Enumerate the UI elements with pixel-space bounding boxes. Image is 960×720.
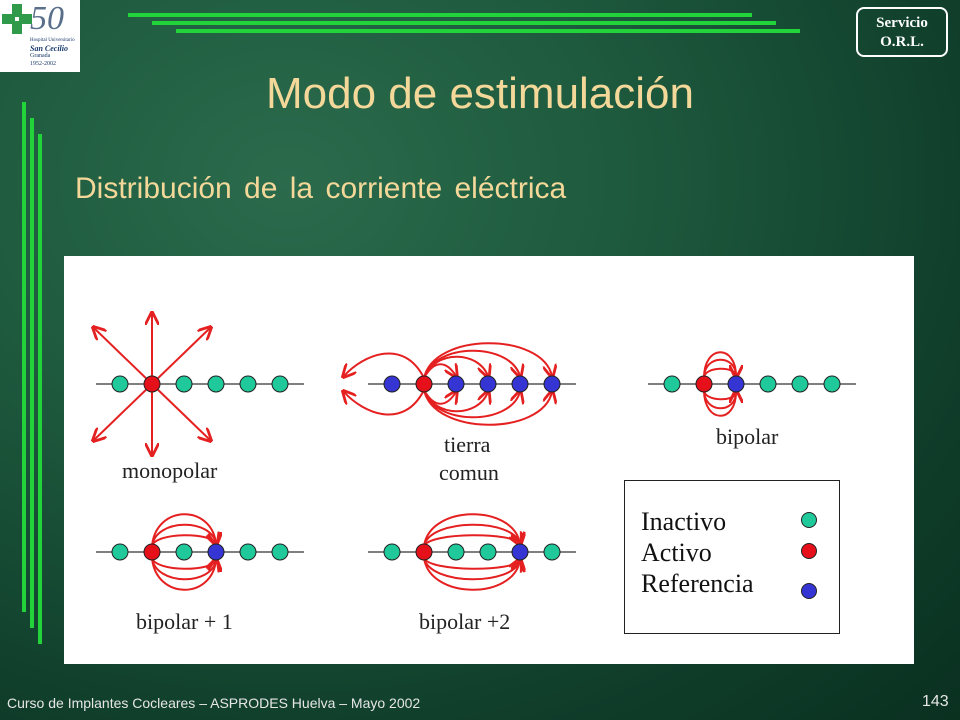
decor-line-left-3 <box>38 134 42 644</box>
electrode-bipolar1-5 <box>239 543 257 561</box>
page-title: Modo de estimulación <box>265 69 694 118</box>
electrode-bipolar-2 <box>695 375 713 393</box>
tierra-arrow-left-down <box>344 390 425 416</box>
cross-logo-icon <box>2 4 32 34</box>
decor-line-left-1 <box>22 102 26 612</box>
electrode-bipolar1-6 <box>271 543 289 561</box>
legend-active-label: Activo <box>641 538 712 567</box>
electrode-bipolar1-4 <box>207 543 225 561</box>
servicio-badge: Servicio O.R.L. <box>856 7 948 57</box>
electrode-bipolar-5 <box>791 375 809 393</box>
electrode-bipolar2-6 <box>543 543 561 561</box>
current-arrows <box>94 314 736 591</box>
diagram-panel: monopolar tierra comun bipolar bipolar +… <box>64 256 914 664</box>
electrode-tierra-2 <box>415 375 433 393</box>
legend-inactive-label: Inactivo <box>641 507 727 536</box>
bipolar-arrow-up-3 <box>703 351 736 378</box>
electrode-monopolar-4 <box>207 375 225 393</box>
electrode-bipolar2-2 <box>415 543 433 561</box>
label-monopolar: monopolar <box>122 458 218 483</box>
electrode-tierra-1 <box>383 375 401 393</box>
electrode-bipolar1-3 <box>175 543 193 561</box>
slide-number: 143 <box>922 693 949 710</box>
bipolar-arrow-down-3 <box>703 390 736 417</box>
logo-line-1: Hospital Universitario <box>30 38 75 43</box>
bipolar2-arrow-up-3 <box>423 513 520 546</box>
decor-line-top-3 <box>176 29 800 33</box>
monopolar-arrow-6 <box>151 383 210 440</box>
monopolar-arrow-3 <box>94 328 153 385</box>
electrode-bipolar-6 <box>823 375 841 393</box>
legend: Inactivo Activo Referencia <box>624 480 840 634</box>
page-subtitle: Distribución de la corriente eléctrica <box>75 172 567 205</box>
electrode-bipolar2-1 <box>383 543 401 561</box>
electrode-bipolar-3 <box>727 375 745 393</box>
electrode-tierra-5 <box>511 375 529 393</box>
electrode-monopolar-6 <box>271 375 289 393</box>
electrode-bipolar-4 <box>759 375 777 393</box>
electrode-bipolar2-5 <box>511 543 529 561</box>
logo-anniversary: 50 <box>30 0 64 37</box>
badge-line-1: Servicio <box>876 15 928 31</box>
label-comun: comun <box>439 460 499 485</box>
electrode-diagrams <box>64 256 856 591</box>
label-bipolar: bipolar <box>716 424 779 449</box>
tierra-arrow-left-up <box>344 352 425 378</box>
electrode-tierra-3 <box>447 375 465 393</box>
tierra-arrow-up-3 <box>423 349 520 378</box>
label-bipolar-2: bipolar +2 <box>419 609 511 634</box>
label-tierra: tierra <box>444 432 491 457</box>
logo-line-3: Granada <box>30 53 51 59</box>
decor-line-left-2 <box>30 118 34 628</box>
electrode-monopolar-3 <box>175 375 193 393</box>
badge-line-2: O.R.L. <box>880 34 924 50</box>
electrode-monopolar-5 <box>239 375 257 393</box>
decor-line-top-2 <box>152 21 776 25</box>
electrode-bipolar1-2 <box>143 543 161 561</box>
label-bipolar-1: bipolar + 1 <box>136 609 233 634</box>
bipolar2-arrow-down-3 <box>423 558 520 591</box>
footer-text: Curso de Implantes Cocleares – ASPRODES … <box>7 695 421 711</box>
legend-active-dot <box>801 543 817 559</box>
tierra-arrow-down-4 <box>423 390 552 426</box>
bipolar1-arrow-down-3 <box>151 558 216 591</box>
legend-reference-dot <box>801 583 817 599</box>
logo-line-2: San Cecilio <box>30 44 69 53</box>
bipolar-arrow-down-1 <box>703 390 736 399</box>
monopolar-arrow-4 <box>151 328 210 385</box>
legend-reference-label: Referencia <box>641 569 754 598</box>
electrode-arrays <box>96 375 856 561</box>
electrode-monopolar-1 <box>111 375 129 393</box>
electrode-bipolar-1 <box>663 375 681 393</box>
electrode-monopolar-2 <box>143 375 161 393</box>
electrode-bipolar2-3 <box>447 543 465 561</box>
bipolar2-arrow-up-1 <box>423 535 520 546</box>
bipolar2-arrow-down-1 <box>423 558 520 569</box>
electrode-bipolar2-4 <box>479 543 497 561</box>
logo-line-4: 1952-2002 <box>30 61 56 67</box>
bipolar1-arrow-up-3 <box>151 513 216 546</box>
bipolar-arrow-up-1 <box>703 369 736 378</box>
tierra-arrow-down-3 <box>423 390 520 419</box>
legend-inactive-dot <box>801 512 817 528</box>
tierra-arrow-up-4 <box>423 342 552 378</box>
monopolar-arrow-5 <box>94 383 153 440</box>
hospital-logo: 50 Hospital Universitario San Cecilio Gr… <box>0 0 80 72</box>
electrode-bipolar1-1 <box>111 543 129 561</box>
electrode-tierra-4 <box>479 375 497 393</box>
decor-line-top-1 <box>128 13 752 17</box>
electrode-tierra-6 <box>543 375 561 393</box>
